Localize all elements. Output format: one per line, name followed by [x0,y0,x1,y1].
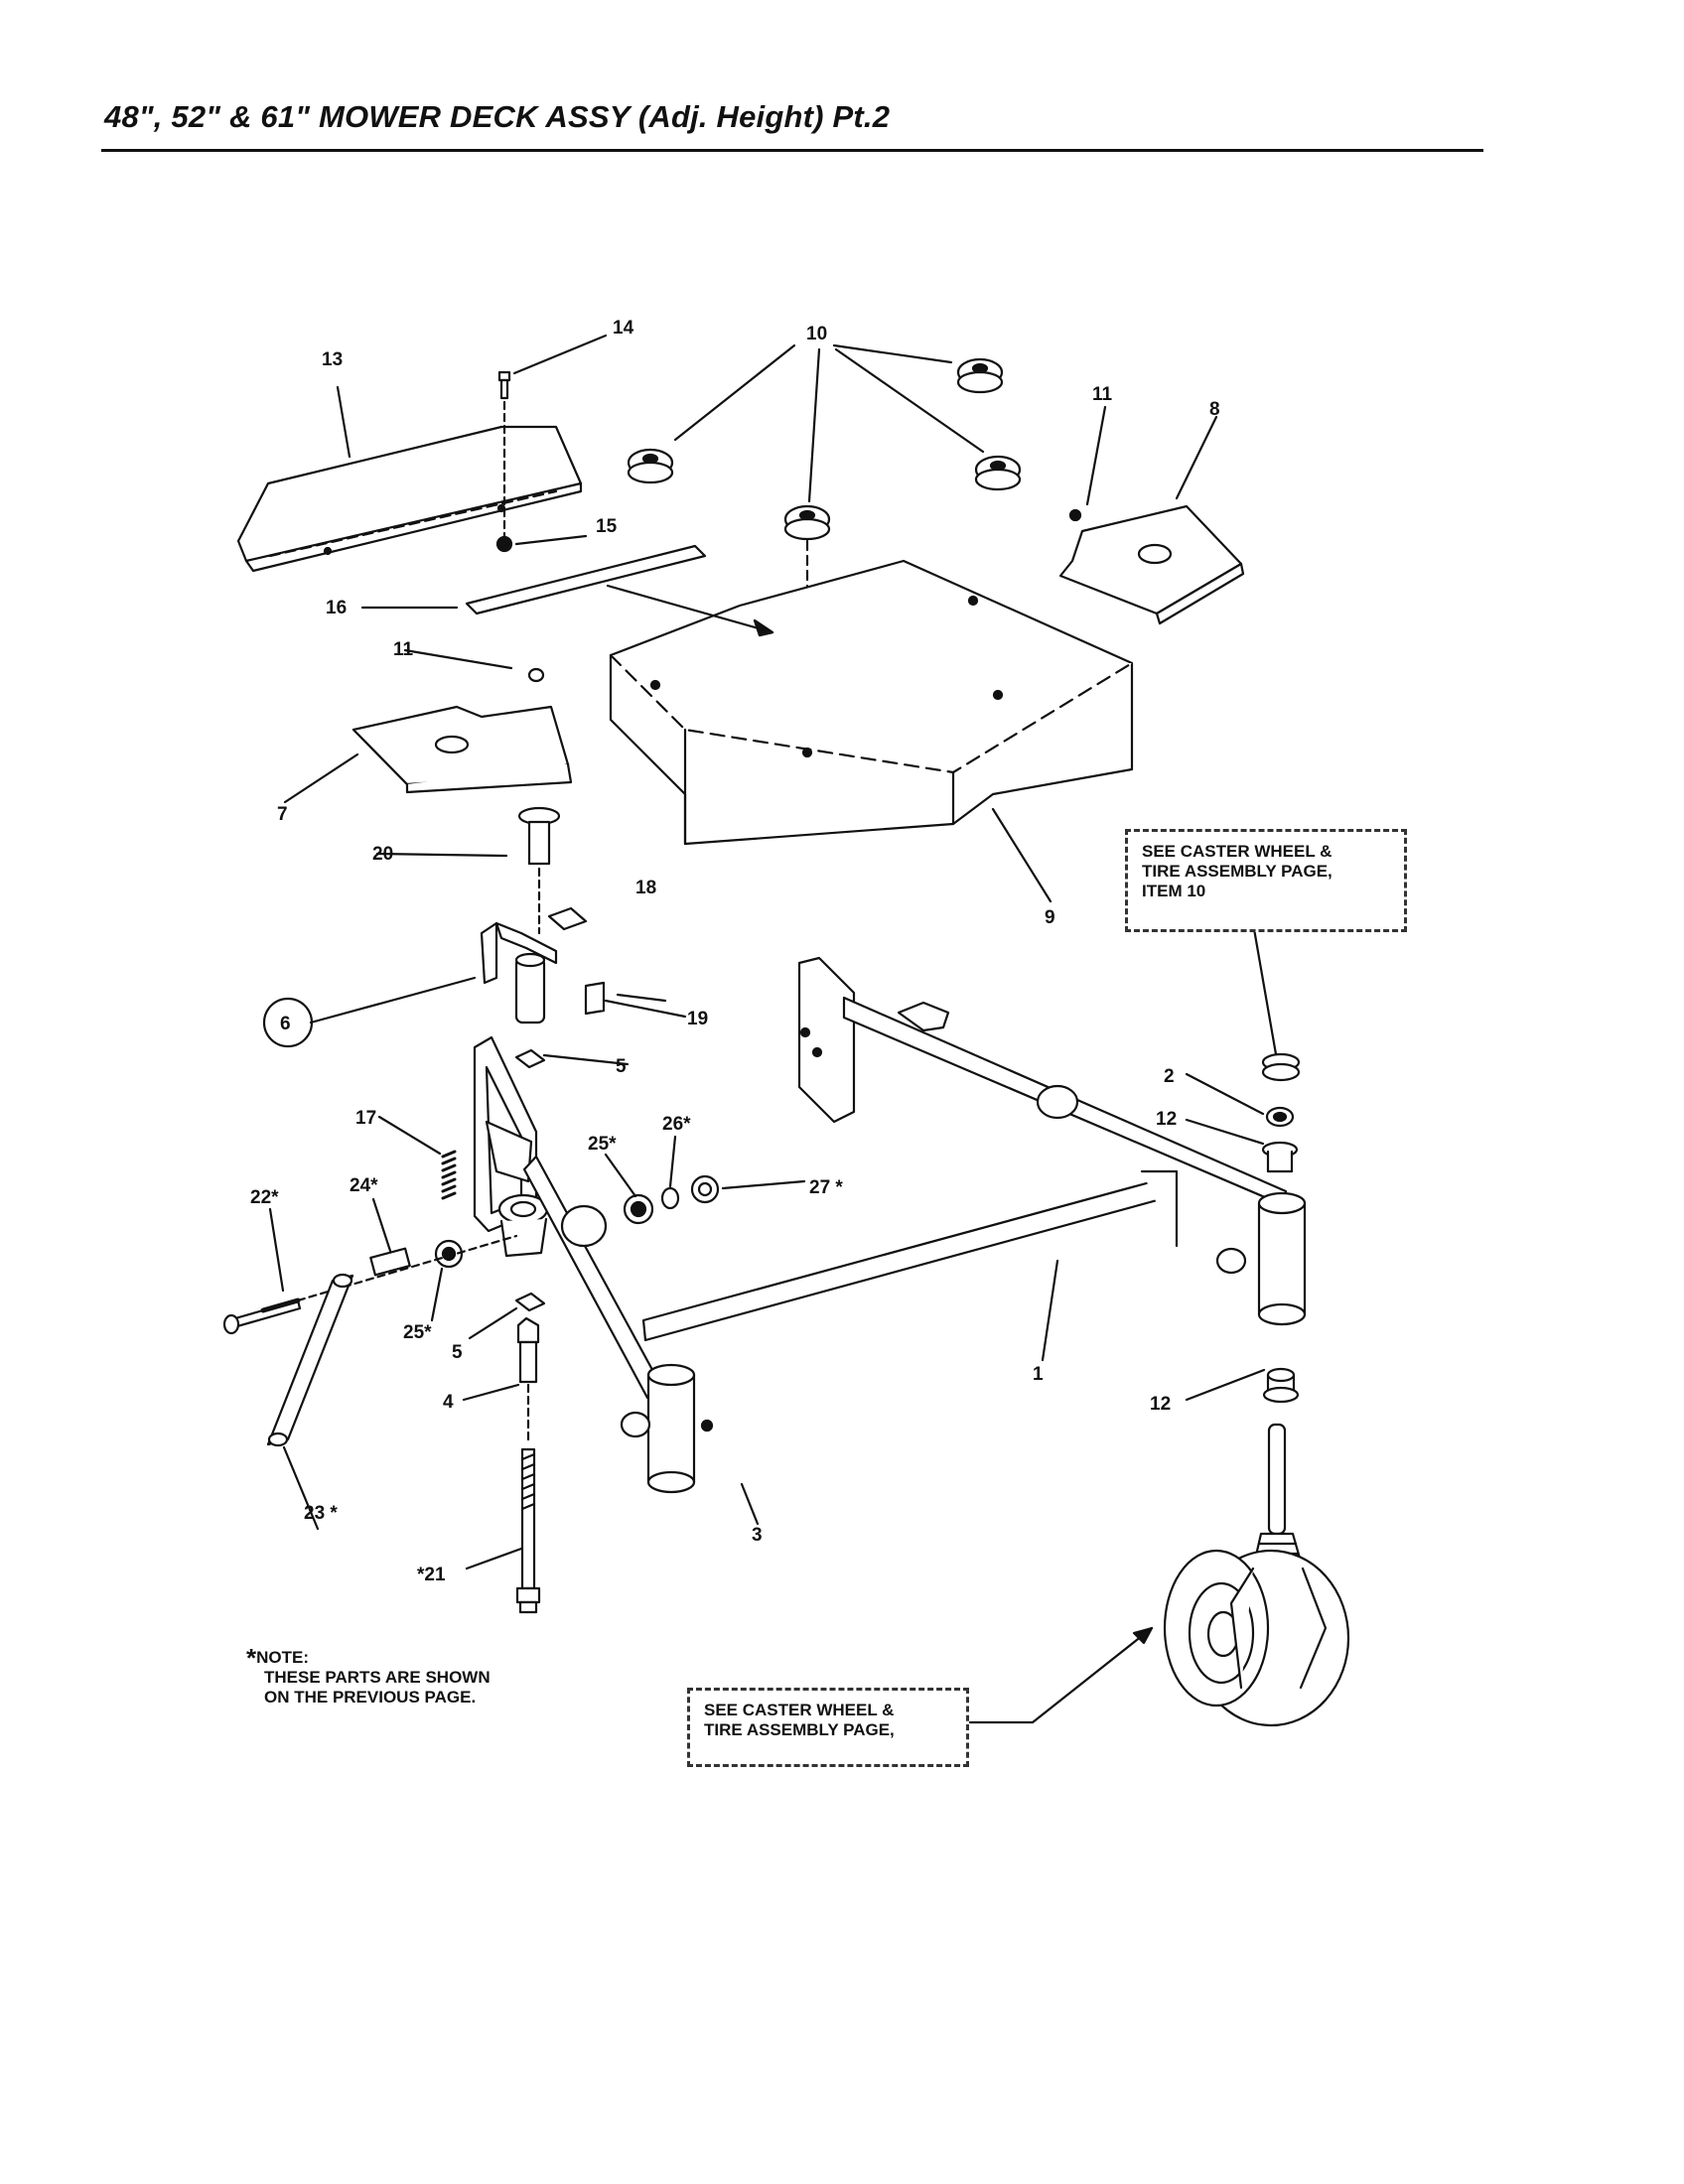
part-2-bearing [1261,1052,1301,1082]
part-14-bolt [497,370,511,538]
part-26-washer [660,1186,680,1210]
label-13: 13 [322,349,343,370]
part-13-cover-plate [236,425,583,573]
label-17: 17 [355,1108,376,1129]
leader-lines [268,334,1278,1724]
label-7: 7 [277,804,288,825]
label-14: 14 [613,318,634,339]
part-20-spindle [517,806,561,935]
callout-line: TIRE ASSEMBLY PAGE, [1142,862,1333,881]
part-22-bolt [222,1297,302,1335]
label-5-top: 5 [616,1056,627,1077]
note-asterisk: * [246,1643,257,1673]
callout-line: SEE CASTER WHEEL & [1142,842,1333,861]
part-5-washer-top [514,1048,546,1069]
caster-wheel [1163,1423,1350,1727]
part-23-link [266,1274,354,1446]
label-10: 10 [806,324,827,344]
part-21-bolt [515,1447,541,1614]
label-6: 6 [280,1014,291,1034]
pivot-bracket [473,1035,549,1258]
label-8: 8 [1209,399,1220,420]
part-5-washer-bottom [514,1292,546,1312]
label-22: 22* [250,1187,279,1208]
label-18: 18 [635,878,656,898]
part-17-spring [441,1150,457,1200]
label-11-left: 11 [393,639,414,660]
part-6-lever [480,921,558,1024]
label-16: 16 [326,598,347,618]
title-rule [101,149,1483,152]
label-27: 27 * [809,1177,843,1198]
label-24: 24* [350,1175,378,1196]
label-1: 1 [1033,1364,1044,1385]
callout-line: TIRE ASSEMBLY PAGE, [704,1720,895,1739]
part-9-deck [609,559,1134,846]
caster-callout-top: SEE CASTER WHEEL & TIRE ASSEMBLY PAGE, I… [1125,829,1407,932]
note-line: ON THE PREVIOUS PAGE. [264,1688,477,1706]
footnote: *NOTE: THESE PARTS ARE SHOWN ON THE PREV… [246,1645,491,1707]
part-24-sleeve [369,1247,411,1277]
note-line: THESE PARTS ARE SHOWN [264,1668,491,1687]
label-26: 26* [662,1114,691,1135]
label-21: *21 [417,1565,446,1585]
part-18-plate [547,906,588,931]
label-20: 20 [372,844,393,865]
caster-callout-bottom: SEE CASTER WHEEL & TIRE ASSEMBLY PAGE, [687,1688,969,1767]
label-12-top: 12 [1156,1109,1177,1130]
note-heading: NOTE: [256,1648,310,1667]
label-19: 19 [687,1009,708,1029]
label-3: 3 [752,1525,763,1546]
part-15-nut [495,535,513,553]
part-12-bushing-bottom [1262,1367,1300,1404]
part-12-bushing-top [1261,1141,1299,1173]
part-10-knobs [627,357,1022,541]
part-1-frame [522,956,1307,1494]
label-25-right: 25* [588,1134,617,1155]
part-11-clip-right [1068,508,1082,522]
label-4: 4 [443,1392,454,1413]
part-11-clip-left [527,667,545,683]
label-25-left: 25* [403,1322,432,1343]
label-11-right: 11 [1092,384,1113,405]
part-19-plate [584,981,606,1016]
callout-line: ITEM 10 [1142,882,1206,900]
part-7-bracket [351,705,573,794]
label-9: 9 [1045,907,1055,928]
part-8-bracket [1058,504,1245,625]
label-12-bottom: 12 [1150,1394,1171,1415]
part-16-strip [465,544,707,615]
page-title: 48", 52" & 61" MOWER DECK ASSY (Adj. Hei… [104,99,891,134]
callout-line: SEE CASTER WHEEL & [704,1701,895,1719]
label-15: 15 [596,516,618,537]
label-2: 2 [1164,1066,1175,1087]
label-23: 23 * [304,1503,338,1524]
part-4-bolt [516,1316,540,1446]
label-5-bottom: 5 [452,1342,463,1363]
part-labels: 13 14 15 16 11 7 20 10 11 8 9 6 18 19 5 … [250,318,1220,1585]
